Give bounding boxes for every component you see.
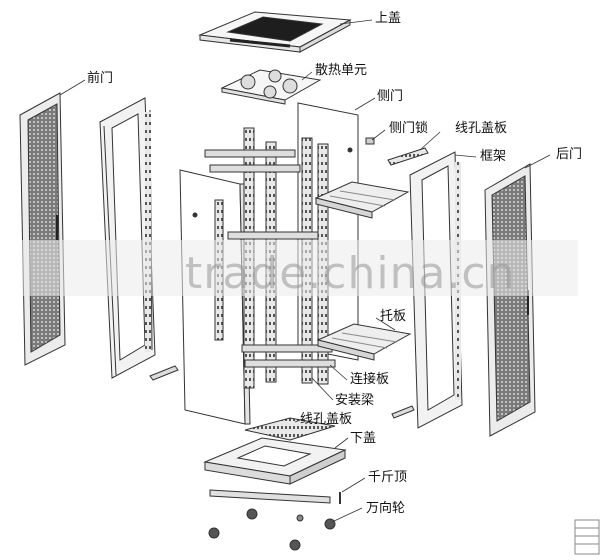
- right-cable-cover: [391, 405, 415, 419]
- title-block: [574, 519, 600, 555]
- lower-shelf: [316, 323, 412, 361]
- label-shelf: 托板: [380, 309, 407, 324]
- label-top-cover: 上盖: [375, 11, 402, 26]
- left-cable-cover: [149, 365, 179, 381]
- label-connector-plate: 连接板: [350, 372, 390, 387]
- label-caster: 万向轮: [366, 501, 406, 516]
- label-side-door: 侧门: [377, 89, 404, 104]
- label-frame: 框架: [480, 149, 507, 164]
- casters: [208, 508, 336, 551]
- label-bottom-cover: 下盖: [350, 431, 377, 446]
- top-cover: [198, 11, 352, 53]
- label-mounting-beam: 安装梁: [335, 393, 375, 408]
- cable-cover-plate-top: [387, 147, 429, 166]
- leader-lines: [59, 19, 551, 523]
- watermark-band: [22, 240, 578, 296]
- upper-shelf: [314, 181, 410, 219]
- label-leveling-foot: 千斤顶: [368, 470, 408, 485]
- label-cable-cover-bottom: 线孔盖板: [300, 412, 353, 427]
- left-frame-panel: [99, 97, 156, 379]
- cable-cover-plate-bottom: [244, 417, 336, 441]
- rear-door: [484, 163, 536, 437]
- label-rear-door: 后门: [556, 147, 583, 162]
- label-cable-cover-top: 线孔盖板: [455, 121, 508, 136]
- leveling-foot: [209, 489, 341, 504]
- label-front-door: 前门: [87, 71, 114, 86]
- bottom-cover: [203, 437, 347, 485]
- side-door-lock: [365, 137, 375, 145]
- label-side-door-lock: 侧门锁: [389, 121, 429, 136]
- front-door: [19, 92, 66, 366]
- label-fan-unit: 散热单元: [315, 63, 368, 78]
- watermark: trade.china.cn: [185, 248, 516, 299]
- fan-unit: [220, 69, 322, 105]
